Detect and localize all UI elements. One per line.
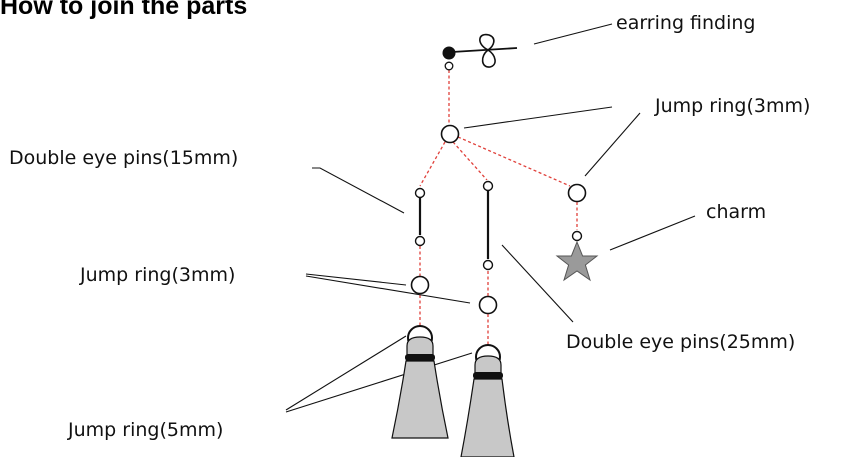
label-double-eye-pins-25mm: Double eye pins(25mm)	[566, 331, 796, 353]
leader-charm	[609, 215, 696, 251]
tassel-cap	[474, 355, 502, 375]
jump-ring-center	[478, 295, 498, 315]
tassel-body	[391, 360, 449, 439]
tassel-left	[391, 325, 449, 439]
earring-finding	[442, 33, 518, 71]
earring-loop	[444, 61, 454, 71]
earring-post	[451, 47, 518, 53]
pin-eye-bottom	[482, 259, 494, 271]
tassel-center	[460, 344, 515, 457]
pin-eye-top	[482, 180, 494, 192]
pin-eye-bottom	[414, 235, 426, 247]
leader-double-eye-15	[312, 167, 405, 214]
tassel-cap	[406, 336, 434, 357]
label-double-eye-pins-15mm: Double eye pins(15mm)	[9, 147, 239, 169]
charm-loop	[571, 230, 583, 242]
label-charm: charm	[706, 201, 767, 223]
leader-jump-ring-mid-a	[305, 273, 407, 286]
tassel-body	[460, 378, 515, 457]
leader-lines	[285, 23, 696, 413]
page-title: How to join the parts	[0, 0, 248, 20]
star-icon	[555, 240, 599, 282]
label-jump-ring-top: Jump ring(3mm)	[655, 95, 811, 117]
leader-earring-finding	[533, 23, 613, 45]
label-jump-ring-mid: Jump ring(3mm)	[80, 264, 236, 286]
double-eye-pin-15mm	[414, 187, 426, 247]
leader-jump-ring-top-a	[463, 106, 613, 129]
earring-ball	[442, 46, 456, 60]
star-charm	[555, 230, 599, 282]
connector-top-ring-to-left-pin	[419, 141, 446, 187]
leader-jump-ring-mid-b	[305, 275, 471, 304]
leader-jump-ring-5-b	[285, 352, 473, 413]
connector-lines	[419, 70, 578, 345]
jump-ring-left	[410, 275, 430, 295]
leader-double-eye-25	[501, 244, 574, 323]
jump-ring-top	[440, 124, 460, 144]
leader-jump-ring-5-a	[285, 335, 407, 411]
connector-top-ring-to-center-pin	[452, 141, 488, 181]
tassel-band	[473, 372, 503, 379]
label-earring-finding: earring finding	[616, 12, 756, 34]
leader-jump-ring-top-b	[584, 112, 641, 177]
pin-eye-top	[414, 187, 426, 199]
earring-clutch	[479, 33, 496, 68]
jump-ring-charm	[567, 183, 587, 203]
double-eye-pin-25mm	[482, 180, 494, 271]
connector-top-ring-to-charm-ring	[457, 136, 571, 187]
tassel-band	[405, 354, 435, 361]
label-jump-ring-5mm: Jump ring(5mm)	[68, 419, 224, 441]
